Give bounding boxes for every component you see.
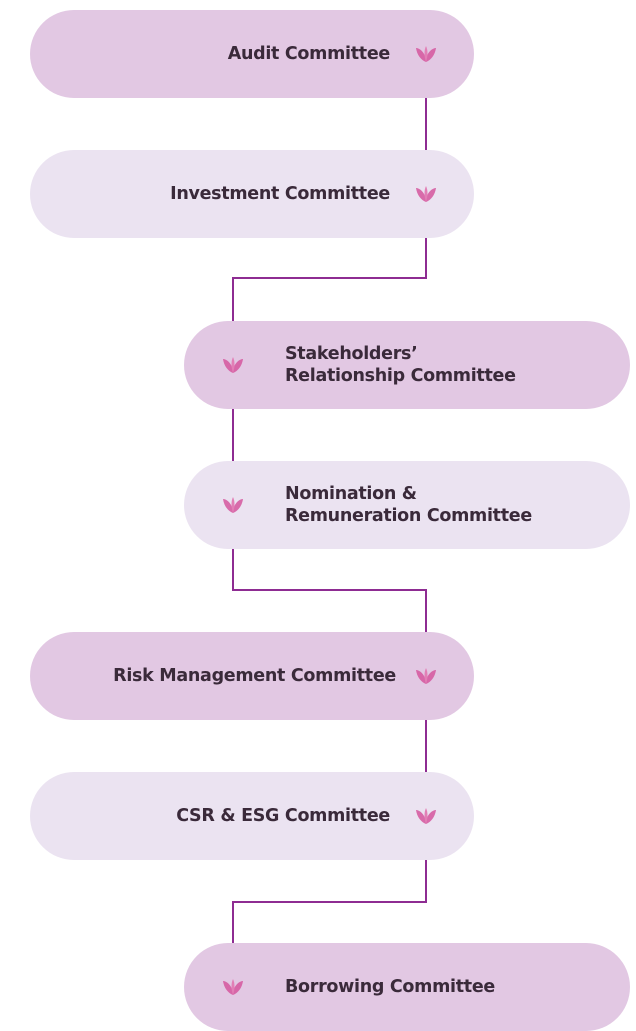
leaf-icon [416,668,436,684]
committee-csr-esg: CSR & ESG Committee [30,772,474,860]
committee-label-line: Nomination & [285,484,417,504]
committee-borrowing: Borrowing Committee [184,943,630,1031]
committee-label: Investment Committee [170,183,390,205]
leaf-icon [416,46,436,62]
leaf-icon [223,979,243,995]
committee-label-line: Risk Management Committee [113,666,396,686]
committee-label-line: Remuneration Committee [285,506,532,526]
committee-audit: Audit Committee [30,10,474,98]
committee-label: Nomination & Remuneration Committee [285,483,532,527]
committee-nomination-remuneration: Nomination & Remuneration Committee [184,461,630,549]
committee-stakeholders-relationship: Stakeholders’ Relationship Committee [184,321,630,409]
committee-label: Borrowing Committee [285,976,495,998]
committee-investment: Investment Committee [30,150,474,238]
committee-label-line: Investment Committee [170,184,390,204]
leaf-icon [223,497,243,513]
leaf-icon [416,808,436,824]
leaf-icon [416,186,436,202]
committee-label: CSR & ESG Committee [176,805,390,827]
committee-risk-management: Risk Management Committee [30,632,474,720]
committee-label: Risk Management Committee [113,665,396,687]
committee-label-line: Borrowing Committee [285,977,495,997]
leaf-icon [223,357,243,373]
committee-label-line: Audit Committee [227,44,391,64]
committee-label: Audit Committee [227,43,391,65]
committee-label-line: Relationship Committee [285,366,516,386]
committee-label-line: CSR & ESG Committee [176,806,390,826]
committee-label-line: Stakeholders’ [285,344,418,364]
committee-label: Stakeholders’ Relationship Committee [285,343,516,387]
